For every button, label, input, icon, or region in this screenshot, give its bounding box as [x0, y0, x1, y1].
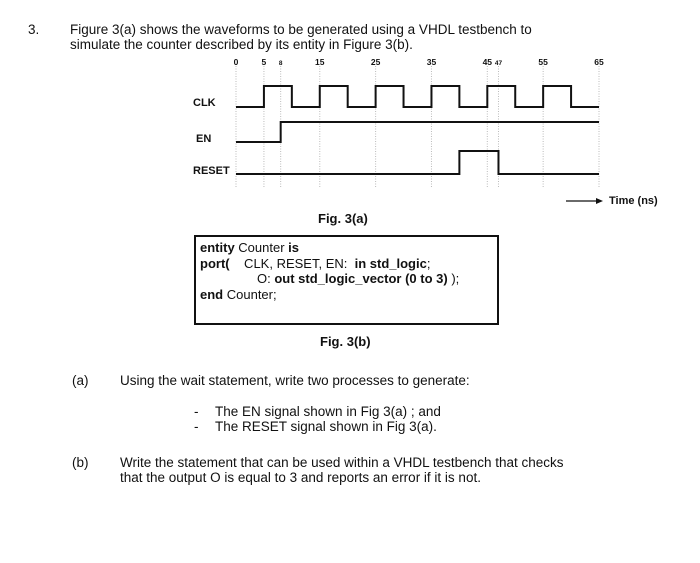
- figure-3b-caption: Fig. 3(b): [320, 334, 371, 349]
- part-a-bullet-2: The RESET signal shown in Fig 3(a).: [215, 419, 437, 434]
- tick-label: 5: [261, 57, 267, 67]
- part-b-text-line2: that the output O is equal to 3 and repo…: [120, 470, 481, 485]
- tick-label: 55: [538, 57, 548, 67]
- tick-label: 0: [233, 57, 239, 67]
- signal-label-en: EN: [196, 133, 212, 145]
- code-line-1: entity Counter is: [200, 240, 299, 255]
- part-a-text: Using the wait statement, write two proc…: [120, 373, 470, 388]
- tick-label: 15: [315, 57, 325, 67]
- part-b-label: (b): [72, 455, 89, 470]
- question-number: 3.: [28, 22, 40, 37]
- part-a-bullet-1: The EN signal shown in Fig 3(a) ; and: [215, 404, 441, 419]
- tick-label: 25: [370, 57, 381, 67]
- waveform-clk: [236, 85, 599, 108]
- code-line-4: end Counter;: [200, 286, 277, 302]
- time-axis-label: Time (ns): [609, 195, 658, 207]
- waveform-reset: [236, 150, 599, 175]
- figure-3a-caption: Fig. 3(a): [318, 211, 368, 226]
- tick-label: 47: [494, 60, 503, 67]
- tick-label: 35: [426, 57, 437, 67]
- entity-code-box: entity Counter is port( CLK, RESET, EN: …: [194, 235, 499, 325]
- tick-label: 45: [482, 57, 493, 67]
- question-text-line2: simulate the counter described by its en…: [70, 37, 413, 52]
- part-b-text-line1: Write the statement that can be used wit…: [120, 455, 564, 470]
- code-line-2: port( CLK, RESET, EN: in std_logic;: [200, 255, 431, 271]
- signal-label-reset: RESET: [193, 165, 230, 177]
- tick-label: 8: [278, 60, 283, 67]
- question-text-line1: Figure 3(a) shows the waveforms to be ge…: [70, 22, 532, 37]
- waveform-en: [236, 121, 599, 143]
- signal-label-clk: CLK: [193, 97, 216, 109]
- code-line-3: O: out std_logic_vector (0 to 3) );: [257, 271, 460, 286]
- bullet-dash: -: [194, 419, 199, 434]
- tick-label: 65: [594, 57, 604, 67]
- time-arrow-head: [596, 198, 603, 204]
- bullet-dash: -: [194, 404, 199, 419]
- part-a-label: (a): [72, 373, 89, 388]
